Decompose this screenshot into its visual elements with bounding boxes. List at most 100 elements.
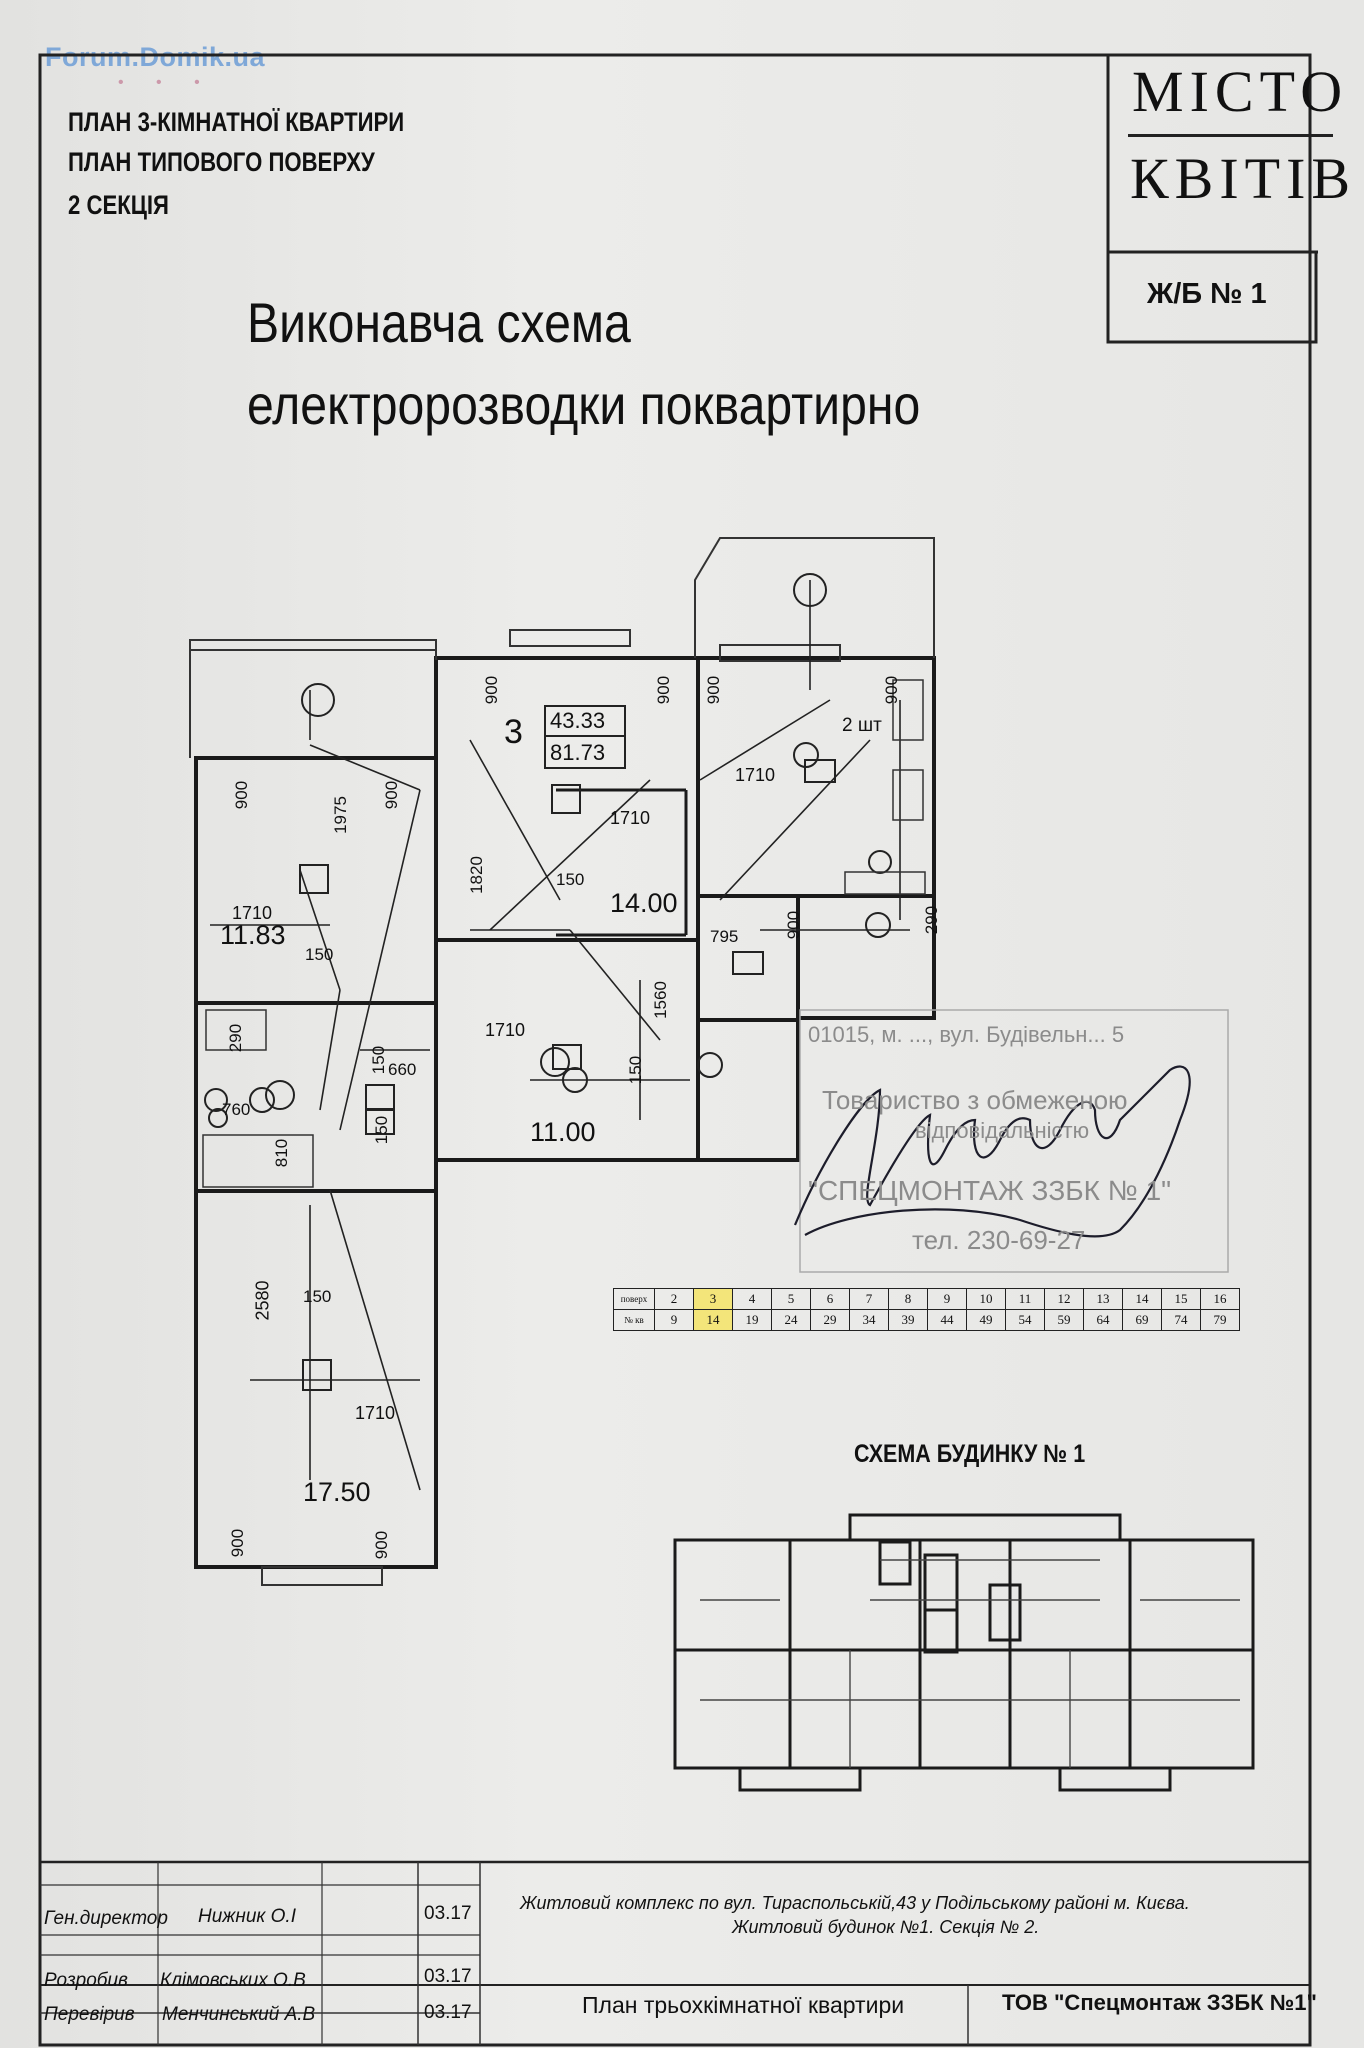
dimension-label: 1975 [330,796,350,834]
floor-cell: 8 [888,1288,928,1310]
name-director: Нижник О.І [198,1906,296,1927]
stamp-company: "СПЕЦМОНТАЖ ЗЗБК № 1" [808,1175,1172,1206]
floor-cell: 6 [810,1288,850,1310]
floor-cell: 14 [1122,1288,1162,1310]
floor-cell: 2 [654,1288,694,1310]
floor-apartment-table: поверх 2 3 4 5 6 7 8 9 10 11 12 13 14 15… [613,1288,1240,1331]
dimension-label: 900 [482,675,502,705]
dimension-label: 900 [372,1530,392,1560]
role-director: Ген.директор [44,1908,168,1929]
living-area: 43.33 [550,708,606,733]
apartment-cell: 39 [888,1309,928,1331]
table-row-label: поверх [613,1288,655,1310]
apartment-cell: 29 [810,1309,850,1331]
title-line-1: Виконавча схема [247,291,631,354]
floor-cell: 5 [771,1288,811,1310]
floor-cell: 10 [966,1288,1006,1310]
apartment-cell: 79 [1200,1309,1240,1331]
dimension-label: 150 [369,1045,389,1075]
header-line-3: 2 СЕКЦІЯ [68,190,169,220]
room-area: 14.00 [610,888,678,918]
stamp-line-3: відповідальністю [915,1118,1090,1143]
dimension-label: 900 [704,675,724,705]
stamp-phone: тел. 230-69-27 [912,1225,1086,1255]
dimension-label: 150 [556,870,585,889]
sheet-name: План трьохкімнатної квартири [582,1992,905,2018]
area-box [544,705,626,769]
room-area: 11.83 [220,920,286,950]
floor-cell: 4 [732,1288,772,1310]
dimension-label: 795 [710,927,739,946]
role-developer: Розробив [44,1970,128,1991]
floor-cell: 3 [693,1288,733,1310]
logo-rule [1128,134,1333,137]
floor-cell: 7 [849,1288,889,1310]
title-line-2: електророзводки поквартирно [247,373,921,436]
apartment-cell: 44 [927,1309,967,1331]
dimension-label: 660 [388,1060,417,1079]
date-developer: 03.17 [424,1966,472,1987]
apartment-cell: 69 [1122,1309,1162,1331]
project-line-1: Житловий комплекс по вул. Тираспольській… [520,1893,1190,1913]
apartment-cell: 19 [732,1309,772,1331]
dimension-label: 2580 [252,1280,273,1321]
apartment-cell: 54 [1005,1309,1045,1331]
apartment-cell: 49 [966,1309,1006,1331]
role-checker: Перевірив [44,2004,135,2025]
floor-cell: 16 [1200,1288,1240,1310]
apartment-cell: 64 [1083,1309,1123,1331]
apartment-cell: 14 [693,1309,733,1331]
floor-cell: 15 [1161,1288,1201,1310]
name-checker: Менчинський А.В [162,2004,316,2025]
apartment-cell: 9 [654,1309,694,1331]
header-line-1: ПЛАН 3-КІМНАТНОЇ КВАРТИРИ [68,107,405,137]
apartment-number: 3 [504,713,523,751]
name-developer: Клімовських О.В [160,1970,306,1991]
header-line-2: ПЛАН ТИПОВОГО ПОВЕРХУ [68,147,375,177]
dimension-label: 1820 [466,856,486,894]
dimension-label: 1560 [650,981,670,1019]
dimension-label: 1710 [735,765,776,785]
floor-cell: 13 [1083,1288,1123,1310]
dimension-label: 1710 [355,1403,396,1423]
room-area: 11.00 [530,1117,596,1147]
dimension-label: 150 [305,945,334,964]
building-scheme-title: СХЕМА БУДИНКУ № 1 [854,1440,1086,1468]
note-2pcs: 2 шт [842,715,882,736]
building-code: Ж/Б № 1 [1147,278,1267,310]
dimension-label: 900 [882,675,902,705]
forum-watermark: Forum.Domik.ua [45,42,266,72]
dimension-label: 1710 [610,808,651,828]
dimension-label: 290 [922,905,942,935]
floor-cell: 9 [927,1288,967,1310]
dimension-label: 900 [784,910,804,940]
dimension-label: 150 [303,1287,332,1306]
dimension-label: 900 [382,780,402,810]
table-row-label: № кв [613,1309,655,1331]
dimension-label: 150 [372,1115,392,1145]
apartment-cell: 34 [849,1309,889,1331]
dimension-label: 150 [626,1055,646,1085]
dimension-label: 900 [232,780,252,810]
floor-cell: 12 [1044,1288,1084,1310]
date-director: 03.17 [424,1903,472,1924]
dimension-label: 290 [226,1023,246,1053]
project-line-2: Житловий будинок №1. Секція № 2. [732,1917,1040,1937]
dimension-label: 810 [272,1138,292,1168]
dimension-label: 900 [654,675,674,705]
floor-cell: 11 [1005,1288,1045,1310]
date-checker: 03.17 [424,2002,472,2023]
dimension-label: 1710 [485,1020,526,1040]
logo-line-1: МІСТО [1132,59,1349,124]
room-area: 17.50 [303,1477,371,1507]
apartment-cell: 74 [1161,1309,1201,1331]
company-name: ТОВ "Спецмонтаж ЗЗБК №1" [1002,1990,1317,2015]
dimension-label: 1710 [232,903,273,923]
watermark-dots-icon: • • • [118,74,214,91]
total-area: 81.73 [550,740,606,765]
area-divider [544,735,624,737]
stamp-line-2: Товариство з обмеженою [822,1085,1128,1115]
apartment-cell: 59 [1044,1309,1084,1331]
